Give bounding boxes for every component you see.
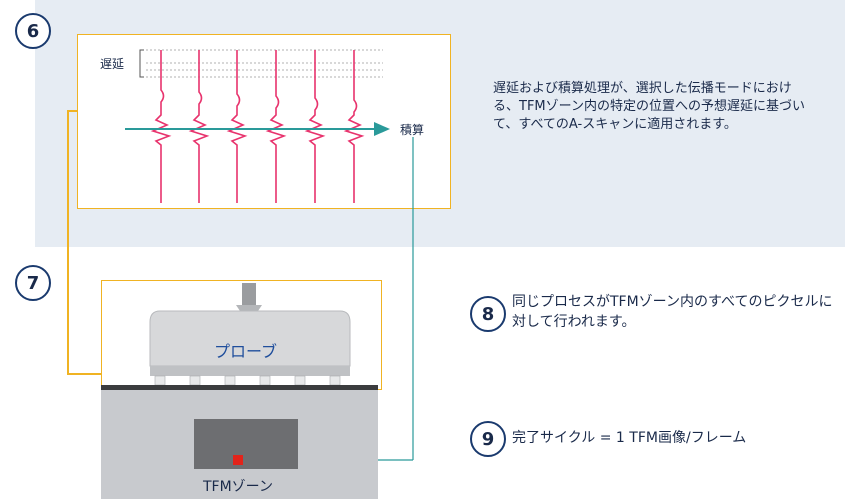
probe-connector — [236, 305, 262, 311]
ascan-trace — [150, 50, 172, 203]
step-6-badge: 6 — [15, 13, 51, 49]
delay-label: 遅延 — [100, 57, 125, 71]
connector-bottom — [67, 373, 101, 375]
step-8-description: 同じプロセスがTFMゾーン内のすべてのピクセルに対して行われます。 — [512, 294, 833, 330]
step-8-badge: 8 — [470, 296, 506, 332]
tfm-zone — [194, 419, 298, 469]
probe-elements — [154, 375, 341, 386]
delay-bracket — [139, 49, 144, 78]
step-6-description: 遅延および積算処理が、選択した伝播モードにおける、TFMゾーン内の特定の位置への… — [493, 81, 805, 132]
ascan-trace — [226, 50, 248, 203]
step-9-number: 9 — [481, 428, 495, 450]
part-surface — [101, 385, 378, 390]
connector-top — [67, 110, 77, 112]
ascan-trace — [265, 50, 287, 203]
ascan-traces — [150, 50, 365, 203]
step-7-badge: 7 — [15, 265, 51, 301]
ascan-trace — [304, 50, 326, 203]
connector-vertical — [67, 110, 69, 374]
step-9-badge: 9 — [470, 421, 506, 457]
tfm-zone-label: TFMゾーン — [203, 479, 273, 495]
probe-cable — [242, 283, 256, 305]
step-8-number: 8 — [481, 303, 495, 325]
probe-base — [150, 366, 350, 376]
ascan-diagram — [125, 49, 390, 203]
step-9-description: 完了サイクル = 1 TFM画像/フレーム — [512, 430, 747, 446]
delay-and-sum-panel: 遅延 積算 — [77, 34, 451, 209]
pixel-marker — [233, 455, 243, 465]
ascan-trace — [343, 50, 365, 203]
sum-arrow-head — [374, 122, 390, 136]
step-6-number: 6 — [26, 20, 40, 42]
sum-label: 積算 — [400, 123, 425, 137]
probe-label: プローブ — [214, 342, 278, 361]
ascan-trace — [188, 50, 210, 203]
step-7-number: 7 — [26, 272, 40, 294]
